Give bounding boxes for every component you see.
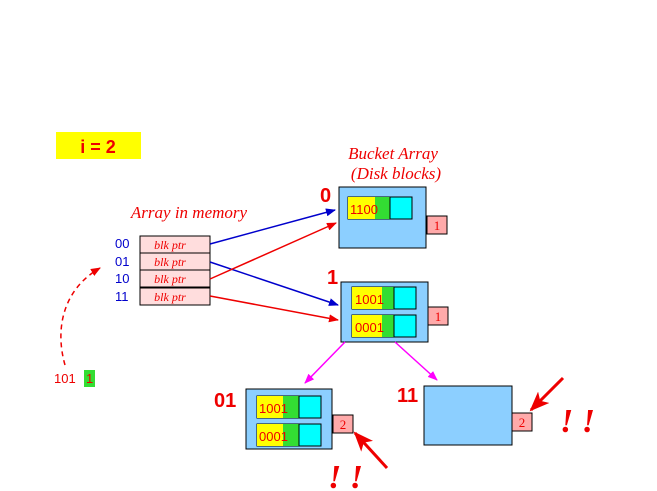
row-index: 01 (115, 254, 129, 269)
bucket-array-title: Bucket Array (348, 144, 438, 163)
split-arrow-to-11 (394, 341, 438, 381)
global-depth-text: i = 2 (80, 137, 116, 157)
memory-row-11: 11 blk ptr (115, 287, 211, 306)
dashed-arrow-to-row-01 (60, 267, 101, 366)
overflow-arrow-bucket-11 (529, 376, 565, 412)
row-index: 00 (115, 236, 129, 251)
row-index: 10 (115, 271, 129, 286)
arrow-01-to-bucket-1 (209, 261, 339, 306)
bucket-label: 0 (320, 185, 331, 207)
row-ptr: blk ptr (154, 238, 186, 252)
bucket-array-subtitle: (Disk blocks) (351, 164, 442, 183)
row-index: 11 (115, 289, 129, 304)
row-ptr: blk ptr (154, 272, 186, 286)
inserted-key-prefix: 101 (54, 371, 76, 386)
inserted-key: 101 1 (54, 370, 95, 387)
bucket-11: 11 2 (397, 385, 533, 446)
bucket-1: 1 1001 0001 1 (327, 267, 449, 343)
key-value: 0001 (259, 429, 288, 444)
local-depth: 1 (435, 309, 442, 324)
exclamation-bucket-11: ! ! (560, 403, 595, 440)
memory-row-01: 01 blk ptr (115, 252, 211, 271)
arrow-11-to-bucket-1 (209, 295, 339, 323)
local-depth: 2 (519, 415, 526, 430)
memory-array: 00 blk ptr 01 blk ptr 10 blk ptr 11 blk … (115, 235, 211, 306)
overflow-arrow-bucket-01 (353, 431, 389, 470)
split-arrow-to-01 (304, 341, 346, 384)
key-value: 1100 (350, 202, 378, 217)
bucket-label: 01 (214, 390, 236, 412)
inserted-key-last-bit: 1 (86, 371, 93, 386)
bucket-label: 11 (397, 385, 418, 407)
row-ptr: blk ptr (154, 290, 186, 304)
local-depth: 2 (340, 417, 347, 432)
local-depth: 1 (434, 218, 441, 233)
global-depth-label: i = 2 (56, 132, 141, 159)
memory-row-00: 00 blk ptr (115, 235, 211, 254)
arrow-10-to-bucket-0 (209, 222, 337, 280)
memory-array-title: Array in memory (130, 203, 248, 222)
key-value: 0001 (355, 320, 384, 335)
row-ptr: blk ptr (154, 255, 186, 269)
arrow-00-to-bucket-0 (209, 208, 336, 245)
bucket-0: 0 1100 1 (320, 185, 448, 249)
bucket-01: 01 1001 0001 2 (214, 388, 354, 450)
key-value: 1001 (259, 401, 288, 416)
memory-row-10: 10 blk ptr (115, 269, 211, 288)
key-value: 1001 (355, 292, 384, 307)
bucket-label: 1 (327, 267, 338, 289)
exclamation-bucket-01: ! ! (328, 459, 363, 491)
